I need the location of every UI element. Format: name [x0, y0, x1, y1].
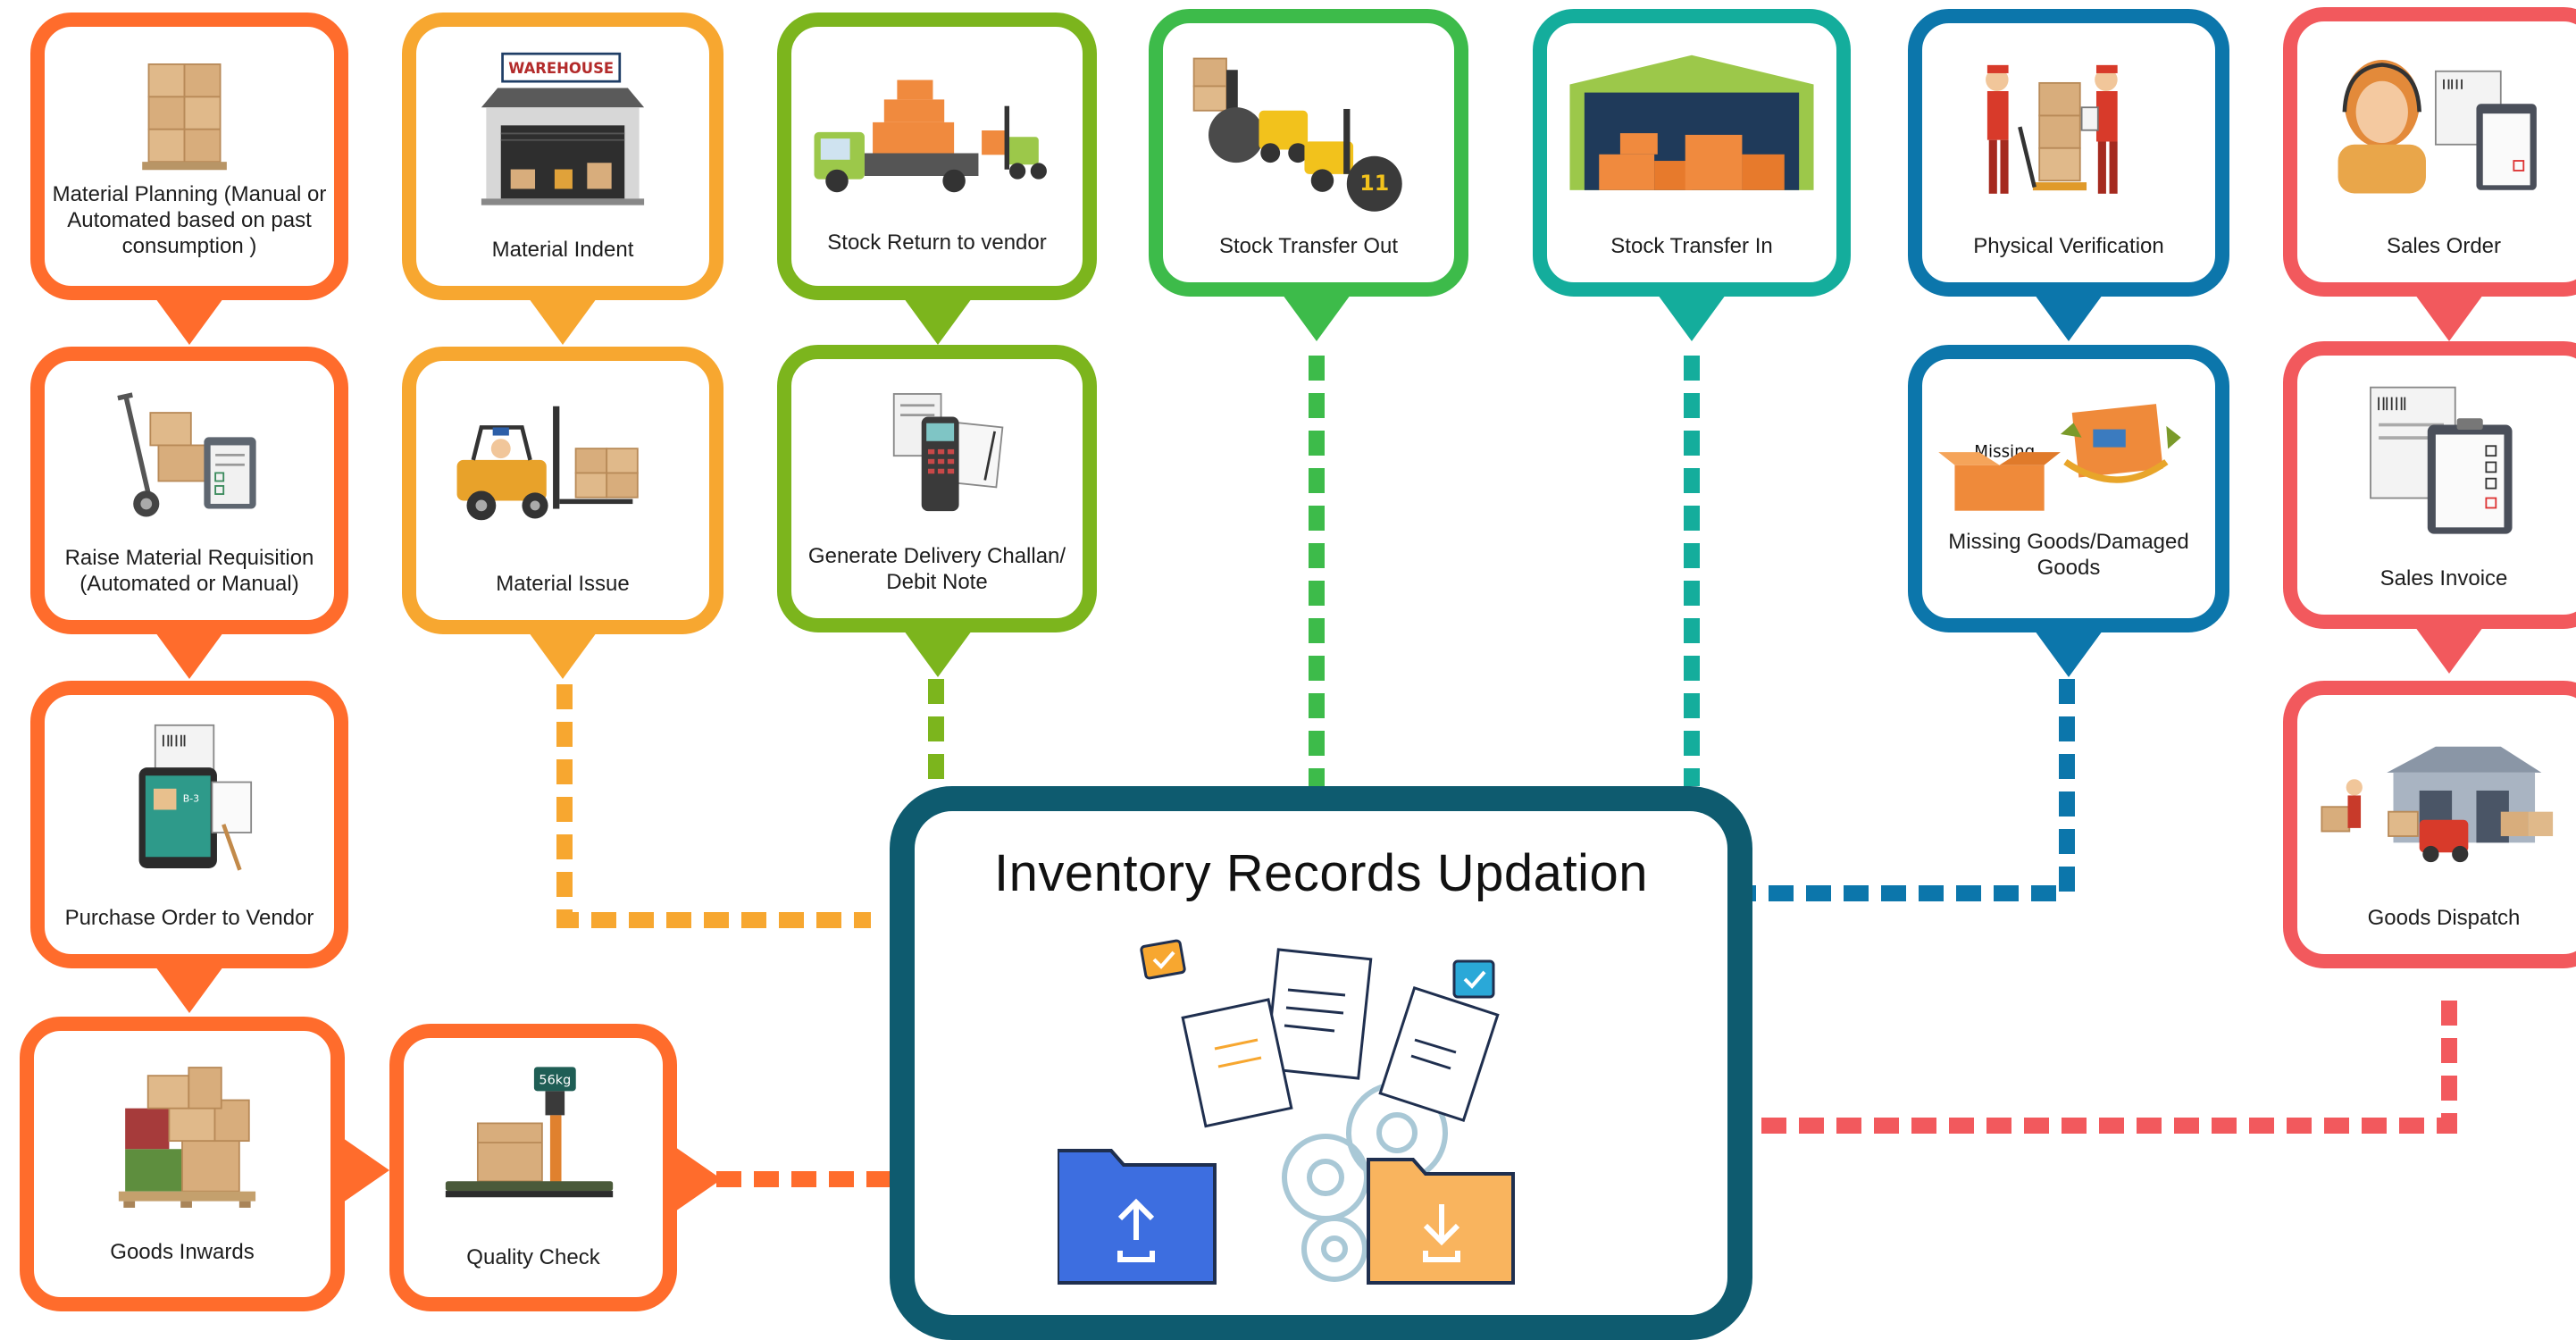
arrow-tail	[343, 1138, 389, 1202]
node-label: Stock Return to vendor	[827, 230, 1047, 255]
node-material-indent: WAREHOUSE Material Indent	[402, 13, 723, 300]
node-stock-transfer-in: Stock Transfer In	[1533, 9, 1851, 297]
node-label: Material Planning (Manual or Automated b…	[52, 182, 327, 258]
node-label: Physical Verification	[1973, 234, 2164, 258]
node-label: Goods Dispatch	[2367, 906, 2521, 930]
dispatch-warehouse-icon	[2297, 715, 2576, 884]
scale-readout: 56kg	[539, 1073, 571, 1087]
forklifts-icon: 11	[1163, 29, 1454, 225]
scanner-document-icon	[791, 377, 1083, 538]
arrow-tail	[904, 298, 972, 345]
node-stock-return: Stock Return to vendor	[777, 13, 1097, 300]
warehouse-shed-icon	[1547, 36, 1836, 214]
warehouse-sign: WAREHOUSE	[508, 60, 614, 77]
arrow-tail	[675, 1147, 722, 1211]
node-quality-check: 56kg Quality Check	[389, 1024, 677, 1311]
node-label: Sales Order	[2386, 234, 2502, 258]
arrow-tail	[155, 298, 223, 345]
node-delivery-challan: Generate Delivery Challan/ Debit Note	[777, 345, 1097, 632]
node-sales-invoice: Sales Invoice	[2283, 341, 2576, 629]
arrow-tail	[1658, 295, 1726, 341]
stacked-boxes-icon	[45, 46, 334, 189]
node-label: Missing Goods/Damaged Goods	[1948, 530, 2189, 580]
arrow-tail	[155, 967, 223, 1013]
node-label: Raise Material Requisition (Automated or…	[64, 546, 314, 596]
tablet-barcode-icon: B-3	[45, 711, 334, 881]
svg-text:11: 11	[1359, 171, 1389, 196]
workers-icon	[1922, 34, 2215, 222]
arrow-tail	[1283, 295, 1351, 341]
invoice-clipboard-icon	[2297, 368, 2576, 547]
hand-truck-clipboard-icon	[45, 373, 334, 525]
arrow-tail	[2415, 627, 2483, 674]
node-label: Generate Delivery Challan/ Debit Note	[807, 544, 1066, 594]
inventory-records-hub: Inventory Records Updation	[890, 786, 1752, 1340]
node-material-planning: Material Planning (Manual or Automated b…	[30, 13, 348, 300]
support-agent-icon	[2297, 30, 2576, 218]
arrow-tail	[529, 632, 597, 679]
truck-forklift-icon	[791, 50, 1083, 211]
node-label: Goods Inwards	[110, 1240, 255, 1264]
node-label: Stock Transfer In	[1610, 234, 1773, 258]
node-label: Stock Transfer Out	[1218, 234, 1399, 258]
arrow-tail	[904, 631, 972, 677]
node-missing-goods: Missing Missing Goods/Damaged Goods	[1908, 345, 2229, 632]
node-purchase-order: B-3 Purchase Order to Vendor	[30, 681, 348, 968]
folders-documents-gears-illustration	[1056, 936, 1593, 1294]
damaged-box-icon: Missing	[1922, 377, 2215, 529]
weighing-scale-icon: 56kg	[404, 1045, 663, 1224]
node-label: Sales Invoice	[2379, 566, 2508, 590]
node-label: Quality Check	[466, 1245, 600, 1269]
pallet-boxes-icon	[34, 1043, 330, 1222]
svg-text:B-3: B-3	[183, 792, 199, 804]
node-goods-dispatch: Goods Dispatch	[2283, 681, 2576, 968]
node-material-requisition: Raise Material Requisition (Automated or…	[30, 347, 348, 634]
node-label: Purchase Order to Vendor	[64, 906, 314, 930]
node-goods-inwards: Goods Inwards	[20, 1017, 345, 1311]
node-physical-verification: Physical Verification	[1908, 9, 2229, 297]
hub-title: Inventory Records Updation	[994, 844, 1648, 902]
arrow-tail	[2035, 295, 2103, 341]
arrow-tail	[155, 632, 223, 679]
warehouse-icon: WAREHOUSE	[416, 39, 709, 218]
node-stock-transfer-out: 11 Stock Transfer Out	[1149, 9, 1468, 297]
arrow-tail	[529, 298, 597, 345]
node-material-issue: Material Issue	[402, 347, 723, 634]
node-sales-order: Sales Order	[2283, 7, 2576, 297]
node-label: Material Issue	[496, 572, 630, 596]
forklift-icon	[416, 388, 709, 549]
arrow-tail	[2415, 295, 2483, 341]
arrow-tail	[2035, 631, 2103, 677]
node-label: Material Indent	[491, 238, 634, 262]
